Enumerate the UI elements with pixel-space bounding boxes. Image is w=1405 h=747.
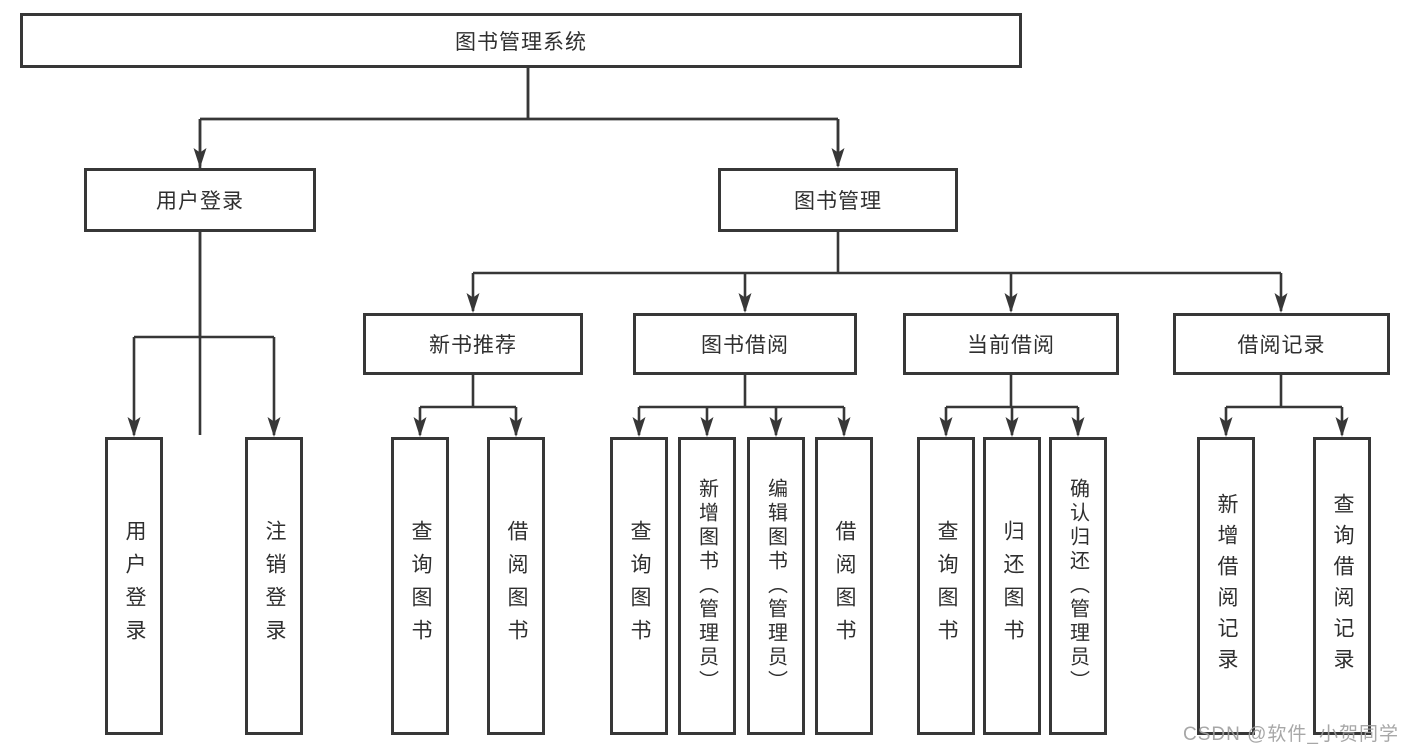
- leaf-label: 借阅图书: [505, 520, 528, 652]
- leaf-label: 确认归还（管理员）: [1066, 478, 1089, 694]
- leaf-label: 新增图书（管理员）: [695, 478, 718, 694]
- leaf-label: 编辑图书（管理员）: [764, 478, 787, 694]
- node-current-borrowing: 当前借阅: [903, 313, 1119, 375]
- node-label: 图书管理: [794, 190, 882, 213]
- leaf-borrow-books-borrowing: 借阅图书: [815, 437, 873, 735]
- leaf-add-book-admin: 新增图书（管理员）: [678, 437, 736, 735]
- leaf-query-borrow-record: 查询借阅记录: [1313, 437, 1371, 735]
- leaf-label: 查询图书: [935, 520, 958, 652]
- leaf-label: 用户登录: [123, 520, 146, 652]
- leaf-label: 查询图书: [628, 520, 651, 652]
- leaf-borrow-books-recommend: 借阅图书: [487, 437, 545, 735]
- leaf-label: 新增借阅记录: [1215, 493, 1238, 679]
- node-label: 借阅记录: [1237, 334, 1326, 357]
- node-label: 当前借阅: [967, 334, 1055, 357]
- leaf-label: 借阅图书: [833, 520, 856, 652]
- leaf-logout: 注销登录: [245, 437, 303, 735]
- csdn-watermark: CSDN @软件_小贺同学: [1183, 724, 1399, 745]
- node-label: 新书推荐: [429, 334, 517, 357]
- leaf-label: 查询借阅记录: [1331, 493, 1354, 679]
- node-borrowing-records: 借阅记录: [1173, 313, 1390, 375]
- node-book-management: 图书管理: [718, 168, 958, 232]
- leaf-label: 查询图书: [409, 520, 432, 652]
- leaf-add-borrow-record: 新增借阅记录: [1197, 437, 1255, 735]
- node-label: 图书管理系统: [455, 30, 587, 54]
- node-user-login: 用户登录: [84, 168, 316, 232]
- node-new-book-recommend: 新书推荐: [363, 313, 583, 375]
- leaf-return-book: 归还图书: [983, 437, 1041, 735]
- leaf-query-books-borrowing: 查询图书: [610, 437, 668, 735]
- leaf-confirm-return-admin: 确认归还（管理员）: [1049, 437, 1107, 735]
- leaf-edit-book-admin: 编辑图书（管理员）: [747, 437, 805, 735]
- node-system-root: 图书管理系统: [20, 13, 1022, 68]
- node-label: 图书借阅: [701, 334, 789, 357]
- leaf-label: 注销登录: [263, 520, 286, 652]
- leaf-query-books-recommend: 查询图书: [391, 437, 449, 735]
- leaf-user-login: 用户登录: [105, 437, 163, 735]
- leaf-label: 归还图书: [1001, 520, 1024, 652]
- node-book-borrowing: 图书借阅: [633, 313, 857, 375]
- connector-paths: [132, 68, 1344, 435]
- leaf-query-books-current: 查询图书: [917, 437, 975, 735]
- node-label: 用户登录: [156, 190, 244, 213]
